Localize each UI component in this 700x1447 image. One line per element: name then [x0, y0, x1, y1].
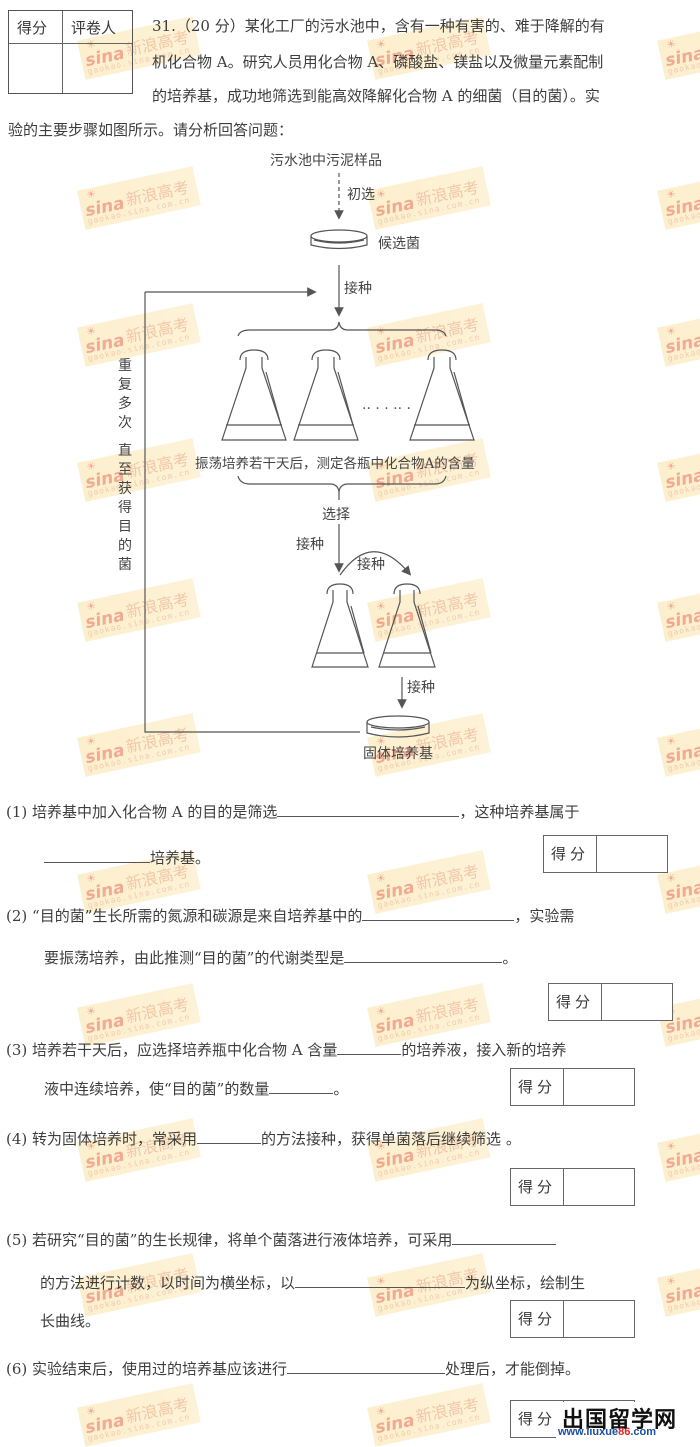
- sub-question-3: (3) 培养若干天后，应选择培养瓶中化合物 A 含量的培养液，接入新的培养: [6, 1038, 566, 1060]
- svg-text:·· · · ·· ·: ·· · · ·· ·: [362, 401, 411, 417]
- label-select: 选择: [322, 507, 350, 523]
- question-points: （20 分）: [175, 17, 245, 35]
- answer-blank[interactable]: [362, 904, 515, 921]
- question-intro-line4: 验的主要步骤如图所示。请分析回答问题：: [8, 121, 294, 139]
- label-until-target: 直至获得目的菌: [118, 443, 132, 573]
- sub-question-4: (4) 转为固体培养时，常采用的方法接种，获得单菌落后继续筛选 。: [6, 1127, 521, 1149]
- answer-blank[interactable]: [337, 1038, 402, 1055]
- answer-blank[interactable]: [277, 800, 460, 817]
- sub-question-1: (1) 培养基中加入化合物 A 的目的是筛选，这种培养基属于: [6, 800, 579, 822]
- grader-table: 得分 评卷人: [8, 10, 133, 94]
- score-box: 得分: [548, 983, 673, 1021]
- answer-blank[interactable]: [295, 1271, 466, 1288]
- question-number: 31.: [152, 17, 176, 35]
- question-intro-line3: 的培养基，成功地筛选到能高效降解化合物 A 的细菌（目的菌）。实: [152, 87, 600, 105]
- answer-blank[interactable]: [44, 846, 150, 863]
- sub-question-2: (2) “目的菌”生长所需的氮源和碳源是来自培养基中的，实验需: [6, 904, 574, 926]
- label-candidate: 候选菌: [378, 236, 420, 252]
- site-logo-name: 出国留学网: [562, 1408, 678, 1433]
- sub-question-5: (5) 若研究“目的菌”的生长规律，将单个菌落进行液体培养，可采用: [6, 1228, 557, 1250]
- label-solid-medium: 固体培养基: [363, 746, 433, 762]
- site-logo-url: www.liuxue86.com: [558, 1426, 657, 1438]
- label-inoculate-3: 接种: [357, 557, 385, 573]
- score-box: 得分: [510, 1300, 635, 1338]
- experiment-flow-diagram: ·· · · ·· ·: [144, 173, 475, 738]
- answer-blank[interactable]: [269, 1077, 334, 1094]
- score-box: 得分: [510, 1168, 635, 1206]
- grader-header: 评卷人: [71, 19, 117, 37]
- sub-question-6: (6) 实验结束后，使用过的培养基应该进行处理后，才能倒掉。: [6, 1357, 580, 1379]
- label-repeat: 重复多次: [118, 358, 132, 431]
- score-box: 得分: [543, 835, 668, 873]
- label-inoculate-2: 接种: [296, 537, 324, 553]
- label-inoculate: 接种: [344, 281, 372, 297]
- label-sludge-sample: 污水池中污泥样品: [270, 153, 382, 169]
- score-box: 得分: [510, 1068, 635, 1106]
- label-inoculate-4: 接种: [407, 680, 435, 696]
- question-intro-line1: 31.（20 分）某化工厂的污水池中，含有一种有害的、难于降解的有: [152, 17, 605, 35]
- flask: [221, 349, 287, 441]
- score-header: 得分: [17, 19, 48, 37]
- site-logo[interactable]: 出国留学网 www.liuxue86.com: [556, 1402, 696, 1440]
- answer-blank[interactable]: [287, 1357, 446, 1374]
- label-shake-culture: 振荡培养若干天后，测定各瓶中化合物A的含量: [195, 456, 475, 472]
- answer-blank[interactable]: [452, 1228, 557, 1245]
- answer-blank[interactable]: [344, 946, 503, 963]
- question-intro-line2: 机化合物 A。研究人员用化合物 A、磷酸盐、镁盐以及微量元素配制: [152, 53, 604, 71]
- answer-blank[interactable]: [197, 1127, 262, 1144]
- label-initial-screen: 初选: [347, 187, 375, 203]
